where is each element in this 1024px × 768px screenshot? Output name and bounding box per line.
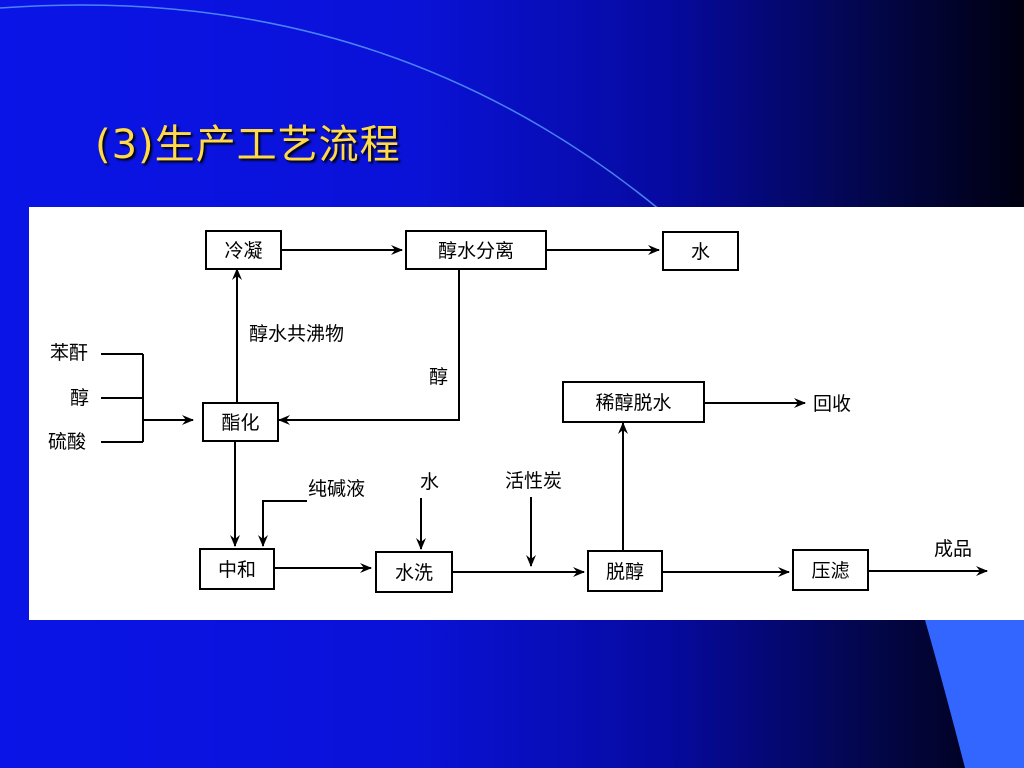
node-cooling: 冷凝: [205, 230, 282, 270]
node-cooling-label: 冷凝: [224, 240, 262, 262]
label-water-in: 水: [420, 471, 439, 493]
arrow-soda-to-neutralize: [258, 500, 307, 547]
node-neutralize: 中和: [199, 548, 275, 590]
node-esterify-label: 酯化: [221, 412, 259, 434]
node-filter: 压滤: [792, 549, 869, 591]
arrow-alcohol-return: [278, 269, 460, 425]
node-dealcohol: 脱醇: [587, 550, 663, 592]
node-wash: 水洗: [375, 551, 453, 593]
node-separation-label: 醇水分离: [438, 240, 514, 262]
label-alcohol: 醇: [70, 387, 89, 409]
label-azeotrope: 醇水共沸物: [249, 323, 344, 345]
label-anhydride: 苯酐: [50, 342, 88, 364]
flowchart-panel: 冷凝 醇水分离 水 酯化 中和 水洗 脱醇 压滤 稀醇脱水 苯酐 醇 硫酸 醇水…: [29, 207, 1024, 620]
node-wash-label: 水洗: [395, 562, 433, 584]
decorative-arc: [0, 4, 661, 211]
decorative-swoosh: [925, 620, 1024, 768]
label-soda: 纯碱液: [308, 478, 365, 500]
node-neutralize-label: 中和: [218, 559, 256, 581]
node-dehydrate-label: 稀醇脱水: [595, 392, 671, 414]
node-separation: 醇水分离: [405, 230, 547, 270]
connectors: [101, 245, 988, 577]
slide-title: (3)生产工艺流程: [95, 122, 401, 168]
label-carbon: 活性炭: [505, 470, 562, 492]
node-water-out-label: 水: [691, 241, 710, 263]
node-dehydrate: 稀醇脱水: [562, 381, 705, 423]
label-sulfuric: 硫酸: [48, 431, 86, 453]
label-recycle: 回收: [813, 393, 851, 415]
node-filter-label: 压滤: [811, 560, 849, 582]
label-product: 成品: [934, 538, 972, 560]
node-esterify: 酯化: [202, 402, 279, 442]
node-water-out: 水: [662, 231, 739, 271]
label-alcohol-return: 醇: [429, 366, 448, 388]
node-dealcohol-label: 脱醇: [606, 561, 644, 583]
flowchart: 冷凝 醇水分离 水 酯化 中和 水洗 脱醇 压滤 稀醇脱水 苯酐 醇 硫酸 醇水…: [48, 230, 988, 593]
